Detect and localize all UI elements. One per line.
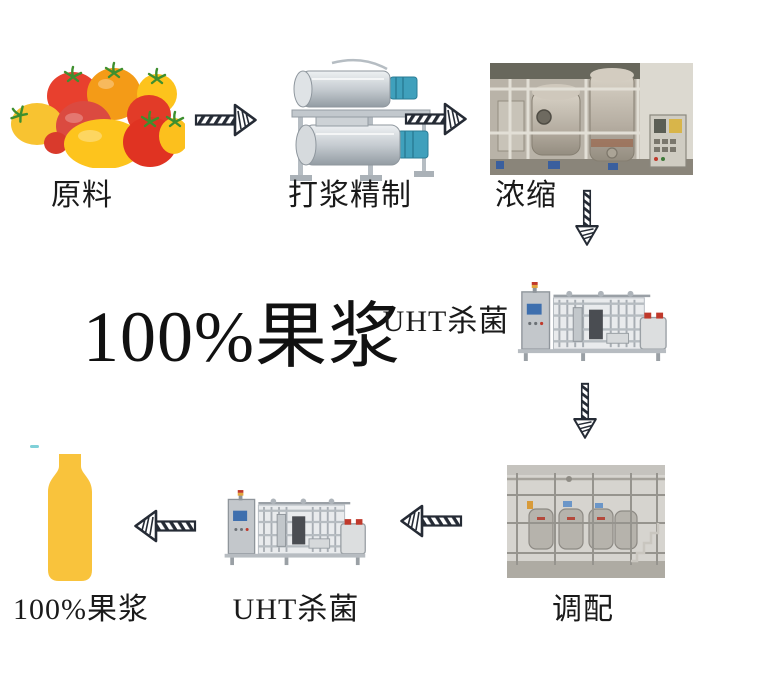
blending-tanks-photo	[507, 465, 665, 578]
headline-100-percent-pulp: 100%果浆	[83, 297, 401, 377]
concentration-equipment-photo	[490, 63, 693, 175]
stage-label-final-product: 100%果浆	[13, 593, 149, 626]
stage-label-uht-1: UHT杀菌	[382, 305, 510, 338]
stage-label-blending: 调配	[552, 593, 614, 626]
stage-label-pulping: 打浆精制	[288, 179, 412, 212]
pulping-machine-photo	[290, 58, 434, 181]
arrow-down-icon	[574, 189, 600, 246]
uht-sterilizer-photo	[223, 490, 367, 567]
stage-label-raw-material: 原料	[51, 179, 113, 212]
teal-speck-artifact	[30, 445, 39, 448]
stage-label-uht-2: UHT杀菌	[232, 593, 360, 626]
arrow-right-icon	[404, 102, 467, 136]
arrow-left-icon	[400, 504, 463, 538]
arrow-down-icon	[572, 382, 598, 439]
juice-bottle-icon	[48, 454, 92, 581]
arrow-right-icon	[194, 103, 257, 137]
arrow-left-icon	[134, 509, 197, 543]
tomatoes-photo	[10, 61, 185, 168]
uht-sterilizer-photo	[516, 282, 668, 363]
stage-label-concentration: 浓缩	[495, 179, 557, 212]
